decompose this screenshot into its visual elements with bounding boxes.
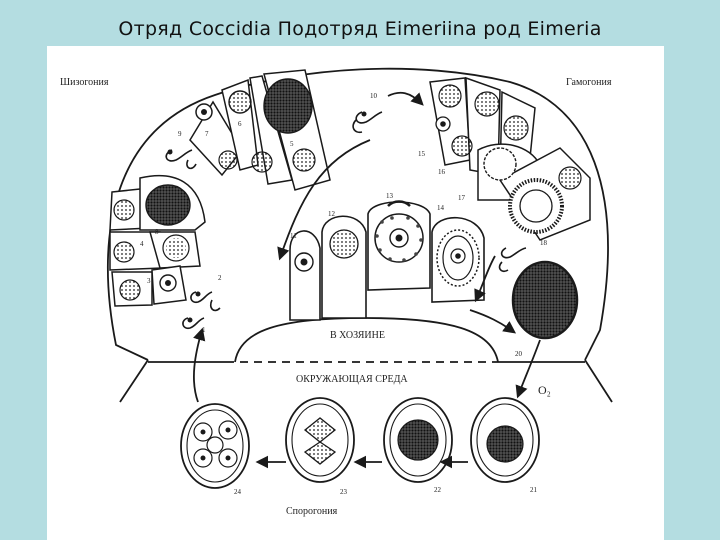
stage-number: 17 bbox=[458, 194, 466, 202]
merozoites bbox=[165, 111, 527, 330]
gamogony-label: Гамогония bbox=[566, 77, 612, 88]
mature-schizont bbox=[263, 78, 313, 134]
stage-number: 8 bbox=[155, 228, 159, 236]
dotted-schizont bbox=[228, 90, 252, 114]
stage-number: 6 bbox=[238, 120, 242, 128]
in-host-label: В ХОЗЯИНЕ bbox=[330, 330, 385, 341]
page-title: Отряд Coccidia Подотряд Eimeriina род Ei… bbox=[118, 18, 602, 40]
sporocysts bbox=[193, 420, 238, 468]
stage-number: 15 bbox=[418, 150, 426, 158]
stage-number: 18 bbox=[540, 239, 548, 247]
lifecycle-arrows bbox=[193, 91, 541, 469]
stage-number: 20 bbox=[515, 350, 523, 358]
sporoblasts bbox=[303, 417, 337, 465]
stage-number: 3 bbox=[147, 277, 151, 285]
sporogony-label: Спорогония bbox=[286, 506, 338, 517]
left-mature-schizont bbox=[145, 184, 191, 226]
stage-number: 24 bbox=[234, 488, 242, 496]
stage-number: 9 bbox=[178, 130, 182, 138]
stage-number: 4 bbox=[140, 240, 144, 248]
schizogony-label: Шизогония bbox=[60, 77, 109, 88]
stage-number: 2 bbox=[218, 274, 222, 282]
microgametocyte bbox=[483, 147, 517, 181]
stage-number: 1 bbox=[202, 326, 206, 334]
stage-number: 22 bbox=[434, 486, 442, 494]
stage-number: 14 bbox=[437, 204, 445, 212]
stage-number: 23 bbox=[340, 488, 348, 496]
environment-label: ОКРУЖАЮЩАЯ СРЕДА bbox=[296, 374, 408, 385]
oxygen-label: O₂ bbox=[538, 383, 551, 397]
stage-number: 5 bbox=[290, 140, 294, 148]
stage-number: 11 bbox=[290, 232, 297, 240]
stage-number: 21 bbox=[530, 486, 538, 494]
stage-number: 12 bbox=[328, 210, 336, 218]
stage-number: 16 bbox=[438, 168, 446, 176]
stage-number: 10 bbox=[370, 92, 378, 100]
right-leg bbox=[584, 359, 613, 403]
stage-number: 7 bbox=[205, 130, 209, 138]
left-leg bbox=[119, 359, 149, 403]
oocyst-unsporulated bbox=[511, 260, 579, 340]
stage-number: 13 bbox=[386, 192, 394, 200]
